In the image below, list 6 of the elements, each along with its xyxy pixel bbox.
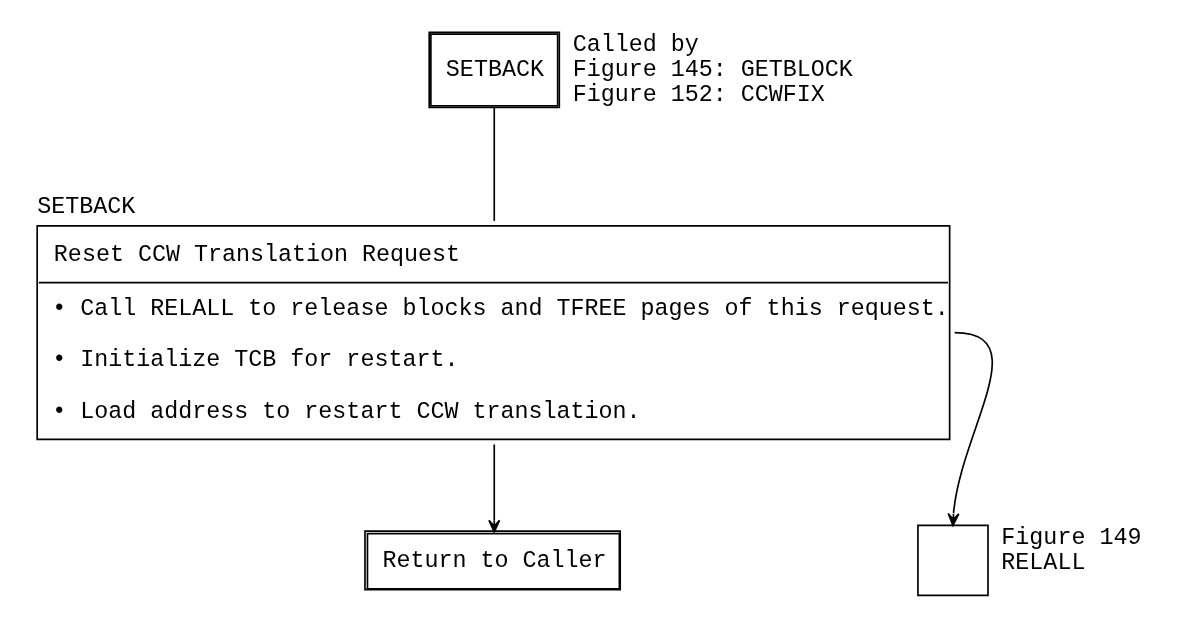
node-label: RELALL — [1000, 550, 1085, 577]
node-label: SETBACK — [36, 193, 135, 220]
node-label: Called by — [572, 32, 699, 59]
node-label: Figure 145: GETBLOCK — [572, 57, 853, 84]
node-label: Figure 149 — [1000, 525, 1141, 552]
node-label: Figure 152: CCWFIX — [572, 82, 825, 109]
